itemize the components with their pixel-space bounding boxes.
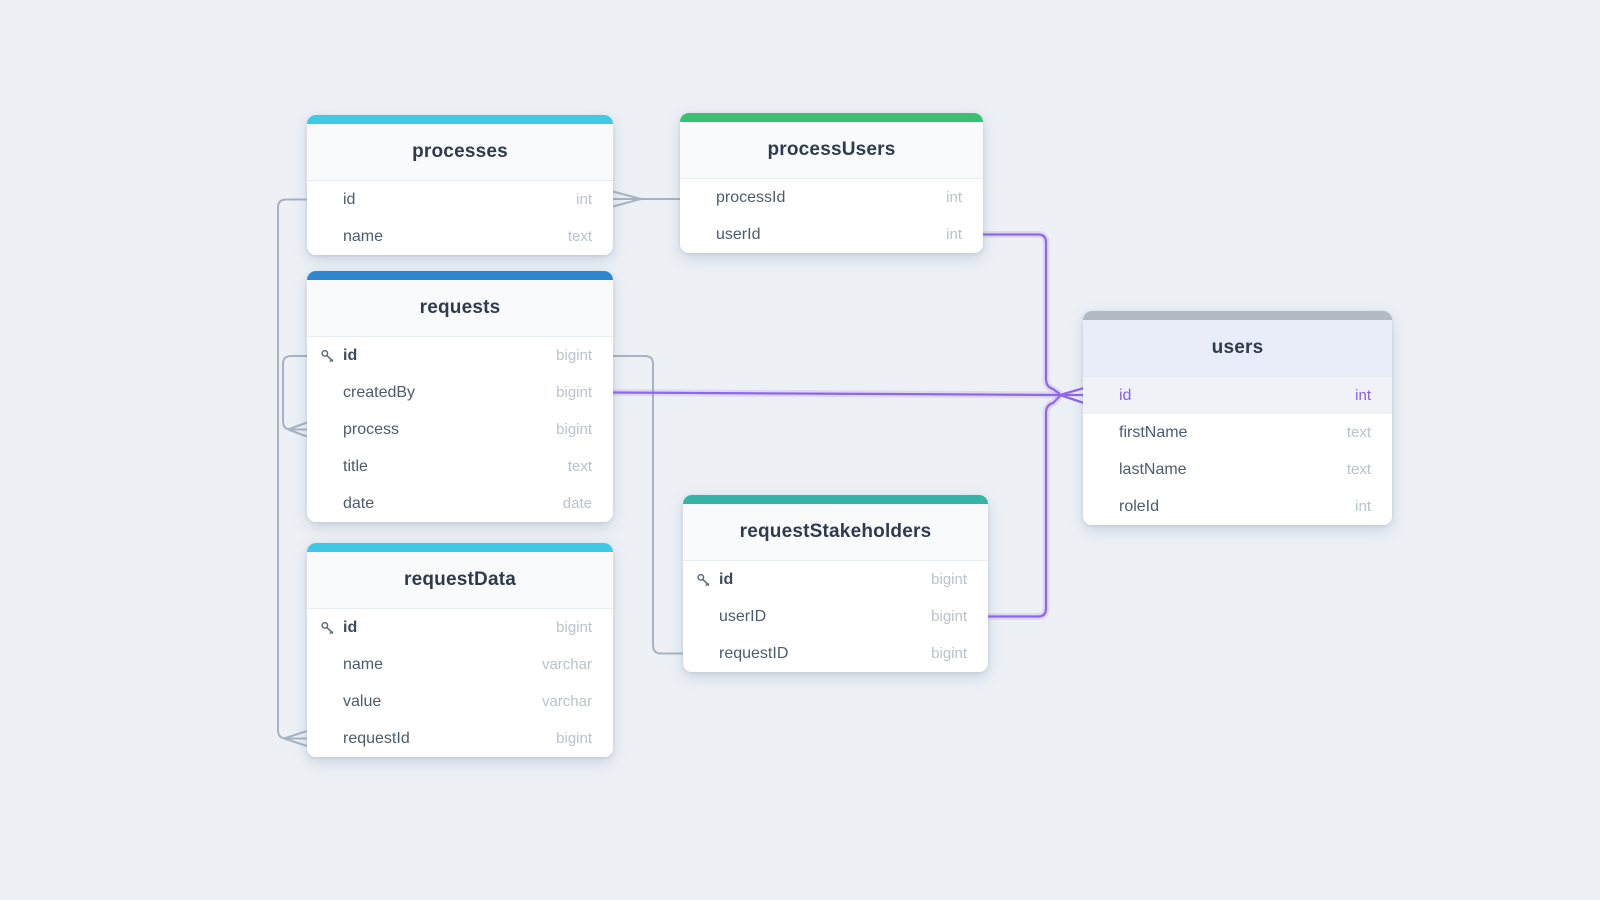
field-row[interactable]: id bigint xyxy=(307,337,613,374)
table-requestStakeholders[interactable]: requestStakeholders id bigint userID big… xyxy=(683,495,988,672)
field-type: bigint xyxy=(556,421,592,438)
field-row[interactable]: processId int xyxy=(680,179,983,216)
field-name: id xyxy=(343,618,358,636)
table-title: processes xyxy=(412,141,508,162)
relationship-requests-users[interactable] xyxy=(612,389,1061,399)
field-name: lastName xyxy=(1119,460,1187,478)
field-type: bigint xyxy=(556,384,592,401)
field-row[interactable]: name varchar xyxy=(307,646,613,683)
table-processes[interactable]: processes id int name text xyxy=(307,115,613,255)
field-name: createdBy xyxy=(343,383,416,401)
field-type: text xyxy=(1346,461,1371,478)
table-title: processUsers xyxy=(767,139,896,160)
field-name: requestId xyxy=(343,729,410,747)
field-row[interactable]: id bigint xyxy=(307,609,613,646)
table-accent-bar xyxy=(683,495,988,504)
field-type: date xyxy=(562,495,592,512)
field-row[interactable]: name text xyxy=(307,218,613,255)
key-icon xyxy=(321,349,334,362)
field-row[interactable]: lastName text xyxy=(1083,451,1392,488)
field-name: title xyxy=(343,457,368,475)
field-name: value xyxy=(343,692,382,710)
relationship-requests-self[interactable] xyxy=(282,355,308,438)
table-accent-bar xyxy=(307,543,613,552)
field-row[interactable]: process bigint xyxy=(307,411,613,448)
field-name: userID xyxy=(719,607,767,625)
field-type: text xyxy=(567,228,592,245)
field-type: bigint xyxy=(931,608,967,625)
field-name: firstName xyxy=(1119,423,1188,441)
field-name: id xyxy=(343,190,356,208)
field-row[interactable]: requestID bigint xyxy=(683,635,988,672)
table-header[interactable]: requests xyxy=(307,280,613,337)
field-type: varchar xyxy=(541,693,592,710)
table-title: requestData xyxy=(403,569,517,590)
field-type: bigint xyxy=(931,645,967,662)
relationship-processUsers-users[interactable] xyxy=(983,231,1063,397)
field-row[interactable]: id bigint xyxy=(683,561,988,598)
table-processUsers[interactable]: processUsers processId int userId int xyxy=(680,113,983,253)
field-name: name xyxy=(343,655,384,673)
table-accent-bar xyxy=(307,115,613,124)
field-name: id xyxy=(1119,386,1132,404)
field-type: int xyxy=(576,191,592,208)
field-type: int xyxy=(946,226,962,243)
relationship-processes-processUsers[interactable] xyxy=(612,190,680,208)
key-icon xyxy=(697,573,710,586)
relationship-requests-requestStakeholders[interactable] xyxy=(613,355,683,655)
table-title: requests xyxy=(419,297,501,318)
field-row[interactable]: roleId int xyxy=(1083,488,1392,525)
field-name: userId xyxy=(716,225,761,243)
field-name: process xyxy=(343,420,400,438)
table-requestData[interactable]: requestData id bigint name varchar value xyxy=(307,543,613,757)
field-type: int xyxy=(1355,387,1371,404)
table-accent-bar xyxy=(1083,311,1392,320)
field-row[interactable]: userId int xyxy=(680,216,983,253)
field-type: text xyxy=(1346,424,1371,441)
field-type: varchar xyxy=(541,656,592,673)
field-type: bigint xyxy=(931,571,967,588)
table-accent-bar xyxy=(680,113,983,122)
field-name: date xyxy=(343,494,375,512)
field-row[interactable]: value varchar xyxy=(307,683,613,720)
table-requests[interactable]: requests id bigint createdBy bigint proc… xyxy=(307,271,613,522)
field-type: int xyxy=(1355,498,1371,515)
field-row[interactable]: requestId bigint xyxy=(307,720,613,757)
relationship-processes-requestData[interactable] xyxy=(277,198,308,747)
field-name: processId xyxy=(716,188,786,206)
table-title: requestStakeholders xyxy=(739,521,932,542)
field-type: bigint xyxy=(556,619,592,636)
field-row[interactable]: firstName text xyxy=(1083,414,1392,451)
field-name: roleId xyxy=(1119,497,1160,515)
field-row[interactable]: id int xyxy=(307,181,613,218)
field-row[interactable]: title text xyxy=(307,448,613,485)
table-header[interactable]: processUsers xyxy=(680,122,983,179)
field-type: bigint xyxy=(556,347,592,364)
field-name: id xyxy=(719,570,734,588)
table-title: users xyxy=(1211,337,1264,358)
table-accent-bar xyxy=(307,271,613,280)
relationship-requestStakeholders-users[interactable] xyxy=(988,393,1063,620)
crow-foot-users-id[interactable] xyxy=(1059,386,1085,405)
field-type: int xyxy=(946,189,962,206)
field-name: id xyxy=(343,346,358,364)
table-header[interactable]: requestData xyxy=(307,552,613,609)
field-name: name xyxy=(343,227,384,245)
table-users[interactable]: users id int firstName text lastName tex… xyxy=(1083,311,1392,525)
field-name: requestID xyxy=(719,644,789,662)
key-icon xyxy=(321,621,334,634)
field-row[interactable]: createdBy bigint xyxy=(307,374,613,411)
table-header[interactable]: requestStakeholders xyxy=(683,504,988,561)
field-row[interactable]: userID bigint xyxy=(683,598,988,635)
field-type: bigint xyxy=(556,730,592,747)
field-row-highlighted[interactable]: id int xyxy=(1083,377,1392,414)
field-row[interactable]: date date xyxy=(307,485,613,522)
field-type: text xyxy=(567,458,592,475)
table-header[interactable]: users xyxy=(1083,320,1392,377)
table-header[interactable]: processes xyxy=(307,124,613,181)
